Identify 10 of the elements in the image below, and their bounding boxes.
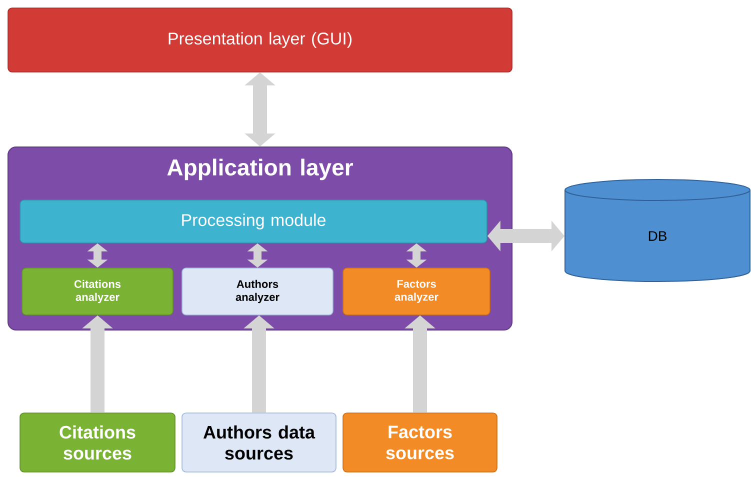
analyzer-box: Authors analyzer: [182, 268, 334, 316]
layer-box: Presentation layer (GUI): [8, 8, 512, 72]
source-box: Factors sources: [342, 412, 498, 472]
analyzer-box: Citations analyzer: [22, 268, 174, 316]
database-cylinder: DB: [564, 179, 750, 282]
panel-heading: Application layer: [167, 158, 353, 180]
source-box: Authors data sources: [182, 412, 336, 472]
source-box: Citations sources: [20, 412, 176, 472]
module-bar: Processing module: [20, 200, 488, 244]
analyzer-box: Factors analyzer: [342, 268, 490, 316]
